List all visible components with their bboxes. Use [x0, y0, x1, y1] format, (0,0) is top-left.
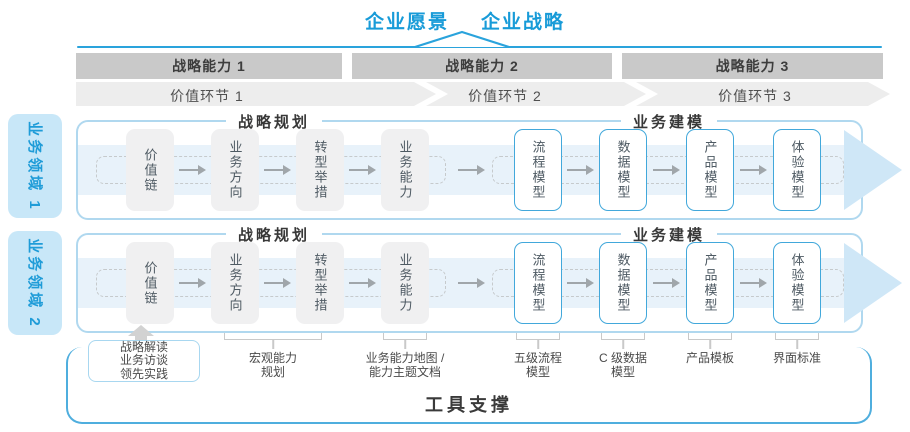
box-business-capability-row1: 业务能力 [381, 129, 429, 211]
box-label: 数据模型 [615, 253, 631, 313]
capability-bar-1: 战略能力 1 [76, 53, 342, 79]
box-product-model-row2: 产品模型 [686, 242, 734, 324]
tool-support-container [66, 347, 872, 424]
flow-arrowhead-icon-row1 [844, 130, 902, 210]
arrow-right-icon [567, 277, 594, 289]
value-link-2-label: 价值环节 2 [468, 88, 542, 104]
value-link-3-label: 价值环节 3 [718, 88, 792, 104]
box-label: 转型举措 [312, 140, 328, 200]
box-label: 业务方向 [227, 253, 243, 313]
arrow-right-icon [264, 164, 291, 176]
box-process-model-row2: 流程模型 [514, 242, 562, 324]
box-label: 业务方向 [227, 140, 243, 200]
flow-arrowhead-icon-row2 [844, 243, 902, 323]
domain-tab-2-label: 业务领域 2 [25, 237, 43, 329]
box-business-direction-row1: 业务方向 [211, 129, 259, 211]
box-label: 产品模型 [702, 140, 718, 200]
dashed-track-modeling-row2 [492, 269, 844, 297]
callout-ui-standard: 界面标准 [772, 351, 822, 365]
capability-bar-3: 战略能力 3 [622, 53, 883, 79]
bracket [775, 333, 819, 349]
arrow-right-icon [740, 164, 767, 176]
vision-title: 企业愿景 [364, 12, 449, 33]
box-label: 产品模型 [702, 253, 718, 313]
arrow-right-icon [179, 277, 206, 289]
box-value-chain-row2: 价值链 [126, 242, 174, 324]
box-label: 业务能力 [397, 140, 413, 200]
modeling-header-row1: 业务建模 [620, 111, 718, 132]
box-business-direction-row2: 业务方向 [211, 242, 259, 324]
box-process-model-row1: 流程模型 [514, 129, 562, 211]
capability-bar-1-label: 战略能力 1 [172, 58, 246, 74]
box-transformation-row2: 转型举措 [296, 242, 344, 324]
box-label: 业务能力 [397, 253, 413, 313]
arrow-right-icon [349, 164, 376, 176]
planning-header-row1: 战略规划 [225, 111, 323, 132]
box-data-model-row1: 数据模型 [599, 129, 647, 211]
bracket [601, 333, 645, 349]
box-label: 体验模型 [789, 253, 805, 313]
tool-support-title: 工具支撑 [425, 395, 513, 415]
domain-tab-2: 业务领域 2 [8, 231, 62, 335]
arrow-right-icon [458, 164, 485, 176]
box-label: 转型举措 [312, 253, 328, 313]
value-link-chevron-2 [426, 82, 646, 106]
capability-bar-2-label: 战略能力 2 [445, 58, 519, 74]
box-value-chain-row1: 价值链 [126, 129, 174, 211]
dashed-track-modeling-row1 [492, 156, 844, 184]
arrow-right-icon [567, 164, 594, 176]
strategy-title: 企业战略 [481, 12, 566, 33]
bracket [224, 333, 322, 349]
caret-up-icon [414, 30, 510, 48]
box-label: 价值链 [142, 260, 158, 306]
arrow-right-icon [740, 277, 767, 289]
callout-macro-capability: 宏观能力 规划 [248, 351, 298, 380]
arrow-right-icon [179, 164, 206, 176]
bracket [383, 333, 427, 349]
box-label: 流程模型 [530, 253, 546, 313]
callout-product-template: 产品模板 [685, 351, 735, 365]
value-link-chevron-1 [76, 82, 436, 106]
capability-bar-3-label: 战略能力 3 [715, 58, 790, 74]
bracket [516, 333, 560, 349]
box-experience-model-row2: 体验模型 [773, 242, 821, 324]
callout-data-model: C 级数据 模型 [598, 351, 648, 380]
bracket [688, 333, 732, 349]
box-business-capability-row2: 业务能力 [381, 242, 429, 324]
box-experience-model-row1: 体验模型 [773, 129, 821, 211]
arrow-right-icon [264, 277, 291, 289]
practice-callout-text: 战略解读 业务访谈 领先实践 [119, 340, 168, 381]
dashed-track-planning-row2 [96, 269, 446, 297]
box-transformation-row1: 转型举措 [296, 129, 344, 211]
callout-capability-map: 业务能力地图 / 能力主题文档 [365, 351, 445, 380]
arrow-right-icon [349, 277, 376, 289]
box-label: 价值链 [142, 147, 158, 193]
box-data-model-row2: 数据模型 [599, 242, 647, 324]
planning-header-row2: 战略规划 [225, 224, 323, 245]
arrow-right-icon [458, 277, 485, 289]
practice-callout-box: 战略解读 业务访谈 领先实践 [88, 340, 200, 382]
box-label: 流程模型 [530, 140, 546, 200]
callout-process-model: 五级流程 模型 [513, 351, 563, 380]
arrow-right-icon [653, 164, 680, 176]
domain-tab-1-label: 业务领域 1 [25, 120, 43, 212]
modeling-header-row2: 业务建模 [620, 224, 718, 245]
arrow-right-icon [653, 277, 680, 289]
value-link-chevron-3 [636, 82, 890, 106]
value-link-1-label: 价值环节 1 [170, 88, 244, 104]
box-label: 数据模型 [615, 140, 631, 200]
top-titles: 企业愿景 企业战略 [0, 7, 910, 34]
domain-tab-1: 业务领域 1 [8, 114, 62, 218]
dashed-track-planning-row1 [96, 156, 446, 184]
box-label: 体验模型 [789, 140, 805, 200]
capability-bar-2: 战略能力 2 [352, 53, 612, 79]
box-product-model-row1: 产品模型 [686, 129, 734, 211]
